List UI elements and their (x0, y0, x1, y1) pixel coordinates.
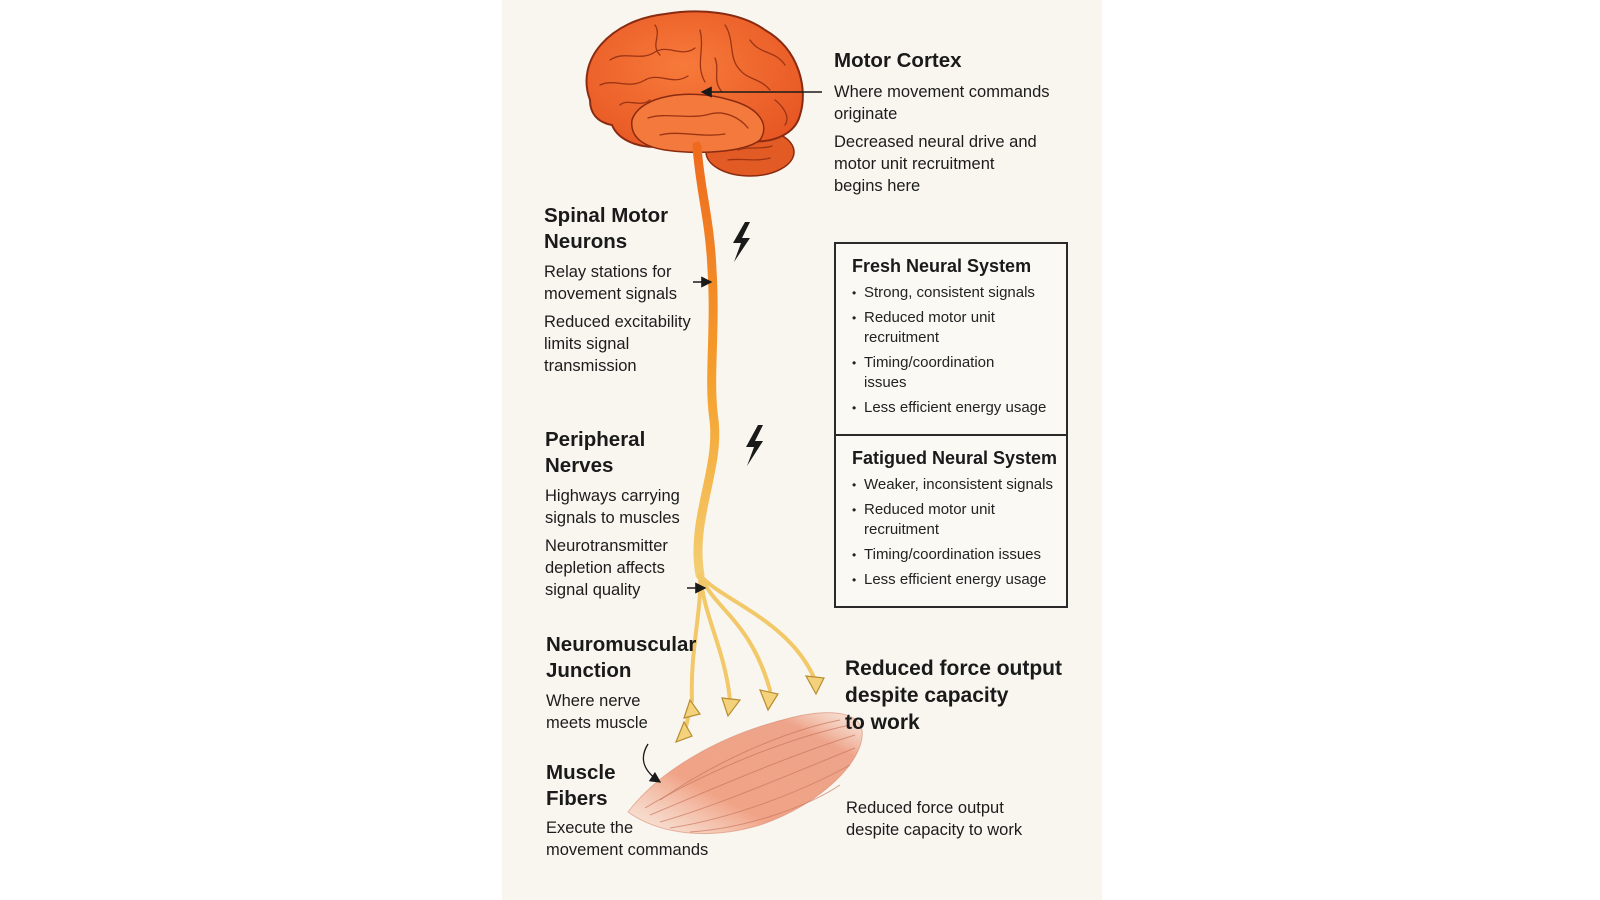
outcome-caption: Reduced force output despite capacity to… (846, 799, 1023, 839)
list-item: Less efficient energy usage (852, 570, 1060, 590)
list-item: Weaker, inconsistent signals (852, 475, 1060, 495)
fresh-neural-system-box: Fresh Neural System Strong, consistent s… (834, 242, 1068, 436)
fatigued-neural-system-list: Weaker, inconsistent signals Reduced mot… (836, 475, 1066, 590)
fresh-neural-system-title: Fresh Neural System (852, 256, 1032, 276)
nerve-branches (682, 573, 817, 737)
list-item: Strong, consistent signals (852, 283, 1060, 303)
neuromuscular-junction-description: Where nerve meets muscle (546, 692, 648, 732)
motor-cortex-fatigue-note: Decreased neural drive and motor unit re… (834, 133, 1037, 195)
motor-cortex-description: Where movement commands originate (834, 83, 1050, 123)
peripheral-nerves-title: Peripheral Nerves (545, 428, 646, 477)
brain-illustration (585, 10, 804, 177)
list-item: Timing/coordination issues (852, 353, 1060, 393)
spinal-motor-neurons-description: Relay stations for movement signals (544, 263, 677, 303)
list-item: Timing/coordination issues (852, 545, 1060, 565)
branch-terminals (674, 675, 825, 744)
neuromuscular-junction-title: Neuromuscular Junction (546, 633, 697, 682)
spinal-motor-neurons-title: Spinal Motor Neurons (544, 204, 669, 253)
spinal-motor-neurons-fatigue-note: Reduced excitability limits signal trans… (544, 313, 691, 375)
lightning-bolt-icon (746, 425, 763, 466)
fatigued-neural-system-box: Fatigued Neural System Weaker, inconsist… (834, 434, 1068, 608)
peripheral-nerves-fatigue-note: Neurotransmitter depletion affects signa… (545, 537, 668, 599)
outcome-headline: Reduced force output despite capacity to… (845, 657, 1063, 734)
muscle-illustration (627, 712, 863, 834)
list-item: Less efficient energy usage (852, 398, 1060, 418)
lightning-bolt-icon (733, 222, 750, 262)
spinal-nerve-trunk (692, 141, 720, 580)
fresh-neural-system-list: Strong, consistent signals Reduced motor… (836, 283, 1066, 418)
muscle-belly (627, 712, 863, 834)
peripheral-nerves-description: Highways carrying signals to muscles (545, 487, 680, 527)
list-item: Reduced motor unit recruitment (852, 308, 1060, 348)
temporal-lobe (631, 93, 765, 154)
muscle-fibers-description: Execute the movement commands (546, 819, 709, 859)
arrow-icon (642, 743, 662, 783)
fatigued-neural-system-title: Fatigued Neural System (852, 448, 1058, 468)
muscle-fibers-title: Muscle Fibers (546, 761, 616, 810)
motor-cortex-title: Motor Cortex (834, 49, 962, 72)
list-item: Reduced motor unit recruitment (852, 500, 1060, 540)
